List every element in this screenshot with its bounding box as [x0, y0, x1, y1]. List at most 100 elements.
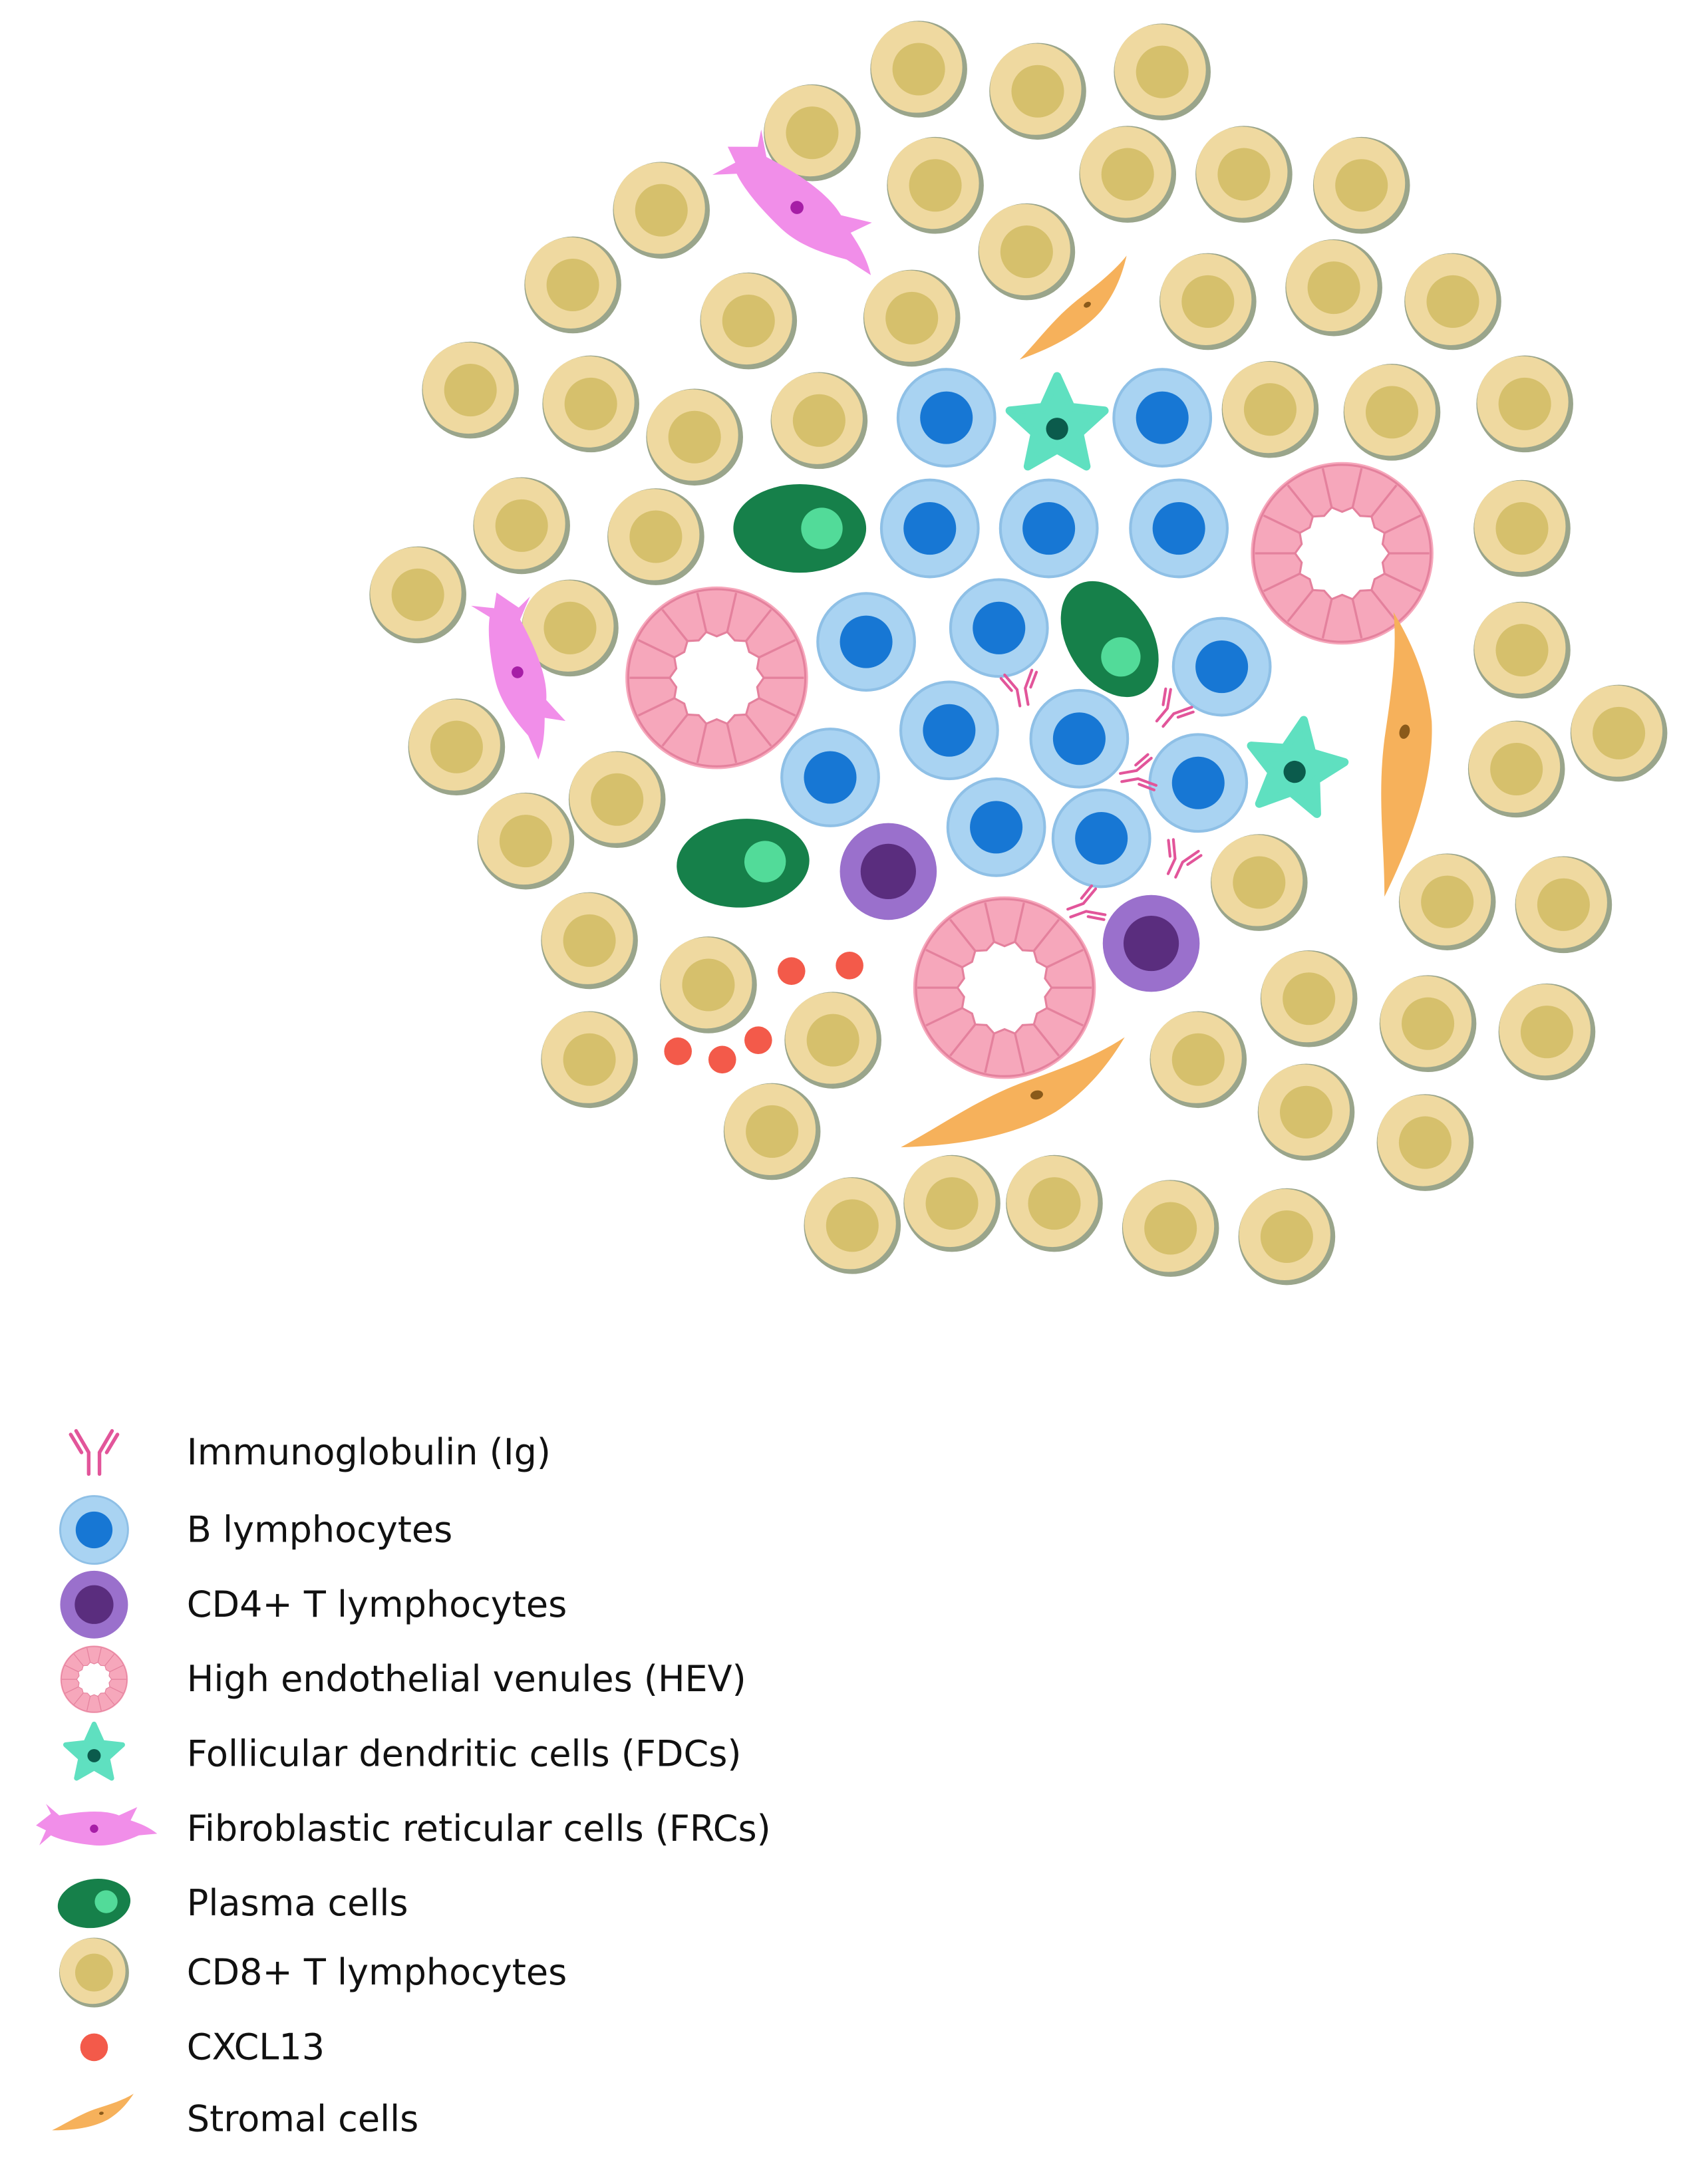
cd4-t-lymphocyte-icon	[60, 1570, 128, 1639]
b-lymphocyte	[816, 592, 916, 692]
legend-label-cd4: CD4+ T lymphocytes	[187, 1583, 567, 1625]
cd8-t-lymphocyte	[524, 236, 621, 334]
b-lymphocyte	[1112, 368, 1213, 468]
frc-icon	[36, 1804, 158, 1846]
b-lymphocyte-icon	[59, 1495, 129, 1565]
cd8-t-lymphocyte	[613, 162, 710, 259]
cd8-t-lymphocyte	[870, 21, 967, 118]
cd8-t-lymphocyte	[1312, 136, 1410, 234]
cd8-t-lymphocyte	[1515, 856, 1612, 954]
cd8-t-lymphocyte	[568, 751, 666, 849]
cd8-t-lymphocyte	[863, 269, 961, 367]
legend-label-cd8: CD8+ T lymphocytes	[187, 1951, 567, 1993]
cd8-t-lymphocyte	[723, 1083, 821, 1180]
plasma-cell	[733, 484, 867, 573]
cd8-t-lymphocyte	[477, 792, 575, 890]
cd8-t-lymphocyte	[1343, 364, 1441, 461]
cd8-t-lymphocyte	[542, 355, 639, 453]
cd8-t-lymphocyte	[770, 372, 868, 470]
immunoglobulin	[1166, 838, 1203, 879]
cd8-t-lymphocyte	[1159, 253, 1257, 350]
cd8-t-lymphocyte	[1498, 983, 1596, 1081]
cd8-t-lymphocyte-icon	[59, 1937, 129, 2008]
plasma-cell	[677, 819, 810, 908]
cd8-t-lymphocyte	[607, 488, 704, 585]
cd8-t-lymphocyte	[1221, 360, 1319, 458]
cd8-t-lymphocyte	[522, 579, 619, 677]
stromal-cell	[901, 1037, 1125, 1148]
cd8-t-lymphocyte	[1150, 1011, 1247, 1109]
b-lymphocyte	[896, 368, 997, 468]
cd8-t-lymphocyte	[1211, 834, 1308, 931]
cxcl13-dot	[836, 952, 863, 980]
cd8-t-lymphocyte	[1238, 1188, 1336, 1286]
legend-label-fdc: Follicular dendritic cells (FDCs)	[187, 1732, 742, 1774]
cd8-t-lymphocyte	[1473, 601, 1571, 699]
fdc-icon	[63, 1721, 125, 1781]
cxcl13-dot	[708, 1045, 736, 1074]
cd8-t-lymphocyte	[764, 84, 861, 182]
immunoglobulin-icon	[69, 1429, 120, 1476]
fibroblastic-reticular-cell	[712, 129, 872, 275]
cxcl13-dot	[664, 1037, 692, 1065]
cd8-t-lymphocyte	[1122, 1180, 1219, 1277]
cd8-t-lymphocyte	[646, 388, 743, 486]
immunoglobulin	[1066, 884, 1107, 921]
b-lymphocyte	[780, 728, 880, 827]
cxcl13-dot	[777, 957, 806, 985]
cd8-t-lymphocyte	[541, 892, 638, 990]
high-endothelial-venule	[913, 896, 1096, 1079]
b-lymphocyte	[1029, 688, 1130, 789]
legend-label-cxcl13: CXCL13	[187, 2026, 325, 2068]
legend-label-b: B lymphocytes	[187, 1508, 453, 1550]
cd8-t-lymphocyte	[1476, 355, 1573, 453]
stromal-cell	[1019, 255, 1127, 360]
legend-label-frc: Fibroblastic reticular cells (FRCs)	[187, 1808, 771, 1849]
plasma-cell-icon	[57, 1879, 131, 1929]
cd8-t-lymphocyte	[1257, 1063, 1355, 1161]
follicular-dendritic-cell	[1247, 716, 1349, 819]
legend-label-hev: High endothelial venules (HEV)	[187, 1658, 746, 1700]
b-lymphocyte	[1129, 478, 1229, 579]
cd8-t-lymphocyte	[1473, 479, 1571, 577]
cd8-t-lymphocyte	[1006, 1155, 1103, 1252]
cd8-t-lymphocyte	[1260, 950, 1358, 1047]
fibroblastic-reticular-cell	[471, 592, 566, 759]
cd4-t-lymphocyte	[1102, 894, 1200, 992]
b-lymphocyte	[1171, 616, 1272, 717]
cd4-t-lymphocyte	[840, 823, 937, 920]
legend-label-ig: Immunoglobulin (Ig)	[187, 1431, 551, 1473]
cd8-t-lymphocyte	[1195, 126, 1293, 223]
cd8-t-lymphocyte	[784, 992, 881, 1089]
cxcl13-dot	[744, 1026, 772, 1054]
b-lymphocyte	[946, 777, 1046, 877]
b-lymphocyte	[899, 680, 999, 781]
immunoglobulin	[1119, 753, 1158, 791]
cell-cluster	[369, 21, 1668, 1286]
cd8-t-lymphocyte	[422, 341, 519, 439]
cd8-t-lymphocyte	[804, 1177, 901, 1274]
cd8-t-lymphocyte	[1570, 684, 1668, 782]
b-lymphocyte	[1148, 733, 1249, 833]
cd8-t-lymphocyte	[989, 43, 1086, 140]
cd8-t-lymphocyte	[903, 1155, 1000, 1252]
immunoglobulin	[1155, 687, 1195, 728]
follicular-dendritic-cell	[1005, 372, 1109, 471]
cxcl13-icon	[80, 2033, 108, 2062]
b-lymphocyte	[949, 578, 1049, 678]
cd8-t-lymphocyte	[700, 272, 798, 370]
cd8-t-lymphocyte	[1379, 975, 1477, 1072]
b-lymphocyte	[879, 478, 980, 579]
cd8-t-lymphocyte	[473, 477, 570, 575]
hev-icon	[60, 1645, 128, 1713]
cd8-t-lymphocyte	[1398, 853, 1496, 950]
cd8-t-lymphocyte	[408, 698, 506, 795]
b-lymphocyte	[998, 478, 1099, 579]
b-lymphocyte	[1051, 788, 1151, 888]
cd8-t-lymphocyte	[369, 546, 466, 644]
plasma-cell	[1060, 581, 1159, 698]
cd8-t-lymphocyte	[1467, 720, 1565, 818]
cd8-t-lymphocyte	[1376, 1094, 1474, 1191]
cd8-t-lymphocyte	[1285, 239, 1382, 337]
